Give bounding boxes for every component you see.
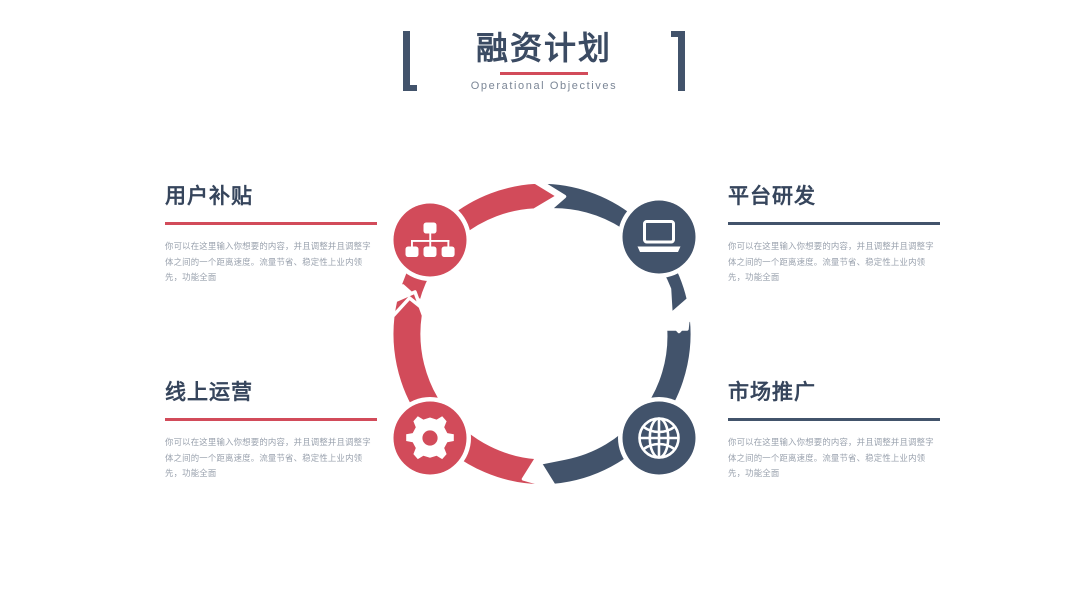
cycle-node-laptop-circle — [622, 200, 696, 274]
cycle-diagram-svg — [389, 180, 700, 488]
gear-icon — [406, 416, 454, 460]
bracket-right-icon — [671, 31, 686, 91]
panel-platform-rd: 平台研发 你可以在这里输入你想要的内容，并且调整并且调整字体之间的一个距离速度。… — [728, 180, 940, 286]
panel-heading-platform-rd: 平台研发 — [728, 185, 816, 208]
panel-body-platform-rd: 你可以在这里输入你想要的内容，并且调整并且调整字体之间的一个距离速度。流量节省、… — [728, 241, 934, 283]
panel-market-promotion: 市场推广 你可以在这里输入你想要的内容，并且调整并且调整字体之间的一个距离速度。… — [728, 376, 940, 482]
panel-rule-user-subsidy — [165, 222, 377, 225]
bracket-left-icon — [402, 31, 417, 91]
page-title-block: 融资计划 Operational Objectives — [0, 18, 1088, 104]
globe-icon — [638, 417, 680, 459]
panel-body-market-promotion: 你可以在这里输入你想要的内容，并且调整并且调整字体之间的一个距离速度。流量节省、… — [728, 437, 934, 479]
page-subtitle: Operational Objectives — [470, 80, 618, 93]
cycle-chevron-left — [391, 296, 427, 318]
panel-heading-user-subsidy: 用户补贴 — [165, 185, 253, 208]
cycle-node-laptop[interactable] — [618, 196, 700, 278]
panel-body-user-subsidy: 你可以在这里输入你想要的内容，并且调整并且调整字体之间的一个距离速度。流量节省、… — [165, 241, 371, 283]
panel-rule-online-operations — [165, 418, 377, 421]
panel-user-subsidy: 用户补贴 你可以在这里输入你想要的内容，并且调整并且调整字体之间的一个距离速度。… — [165, 180, 377, 286]
cycle-node-globe[interactable] — [618, 397, 700, 479]
cycle-segment-bottom-right — [538, 303, 695, 488]
panel-body-online-operations: 你可以在这里输入你想要的内容，并且调整并且调整字体之间的一个距离速度。流量节省、… — [165, 437, 371, 479]
cycle-node-sitemap[interactable] — [389, 199, 471, 281]
panel-online-operations: 线上运营 你可以在这里输入你想要的内容，并且调整并且调整字体之间的一个距离速度。… — [165, 376, 377, 482]
title-underline-rule — [499, 72, 588, 76]
cycle-node-gear[interactable] — [389, 397, 471, 479]
panel-rule-platform-rd — [728, 222, 940, 225]
laptop-icon — [637, 220, 681, 252]
title-text-group: 融资计划 Operational Objectives — [471, 30, 617, 93]
panel-heading-market-promotion: 市场推广 — [728, 381, 816, 404]
cycle-chevron-right — [662, 312, 696, 334]
panel-rule-market-promotion — [728, 418, 940, 421]
page-title: 融资计划 — [475, 29, 612, 66]
cycle-diagram — [368, 155, 720, 513]
panel-heading-online-operations: 线上运营 — [165, 381, 253, 404]
sitemap-icon — [405, 222, 455, 257]
